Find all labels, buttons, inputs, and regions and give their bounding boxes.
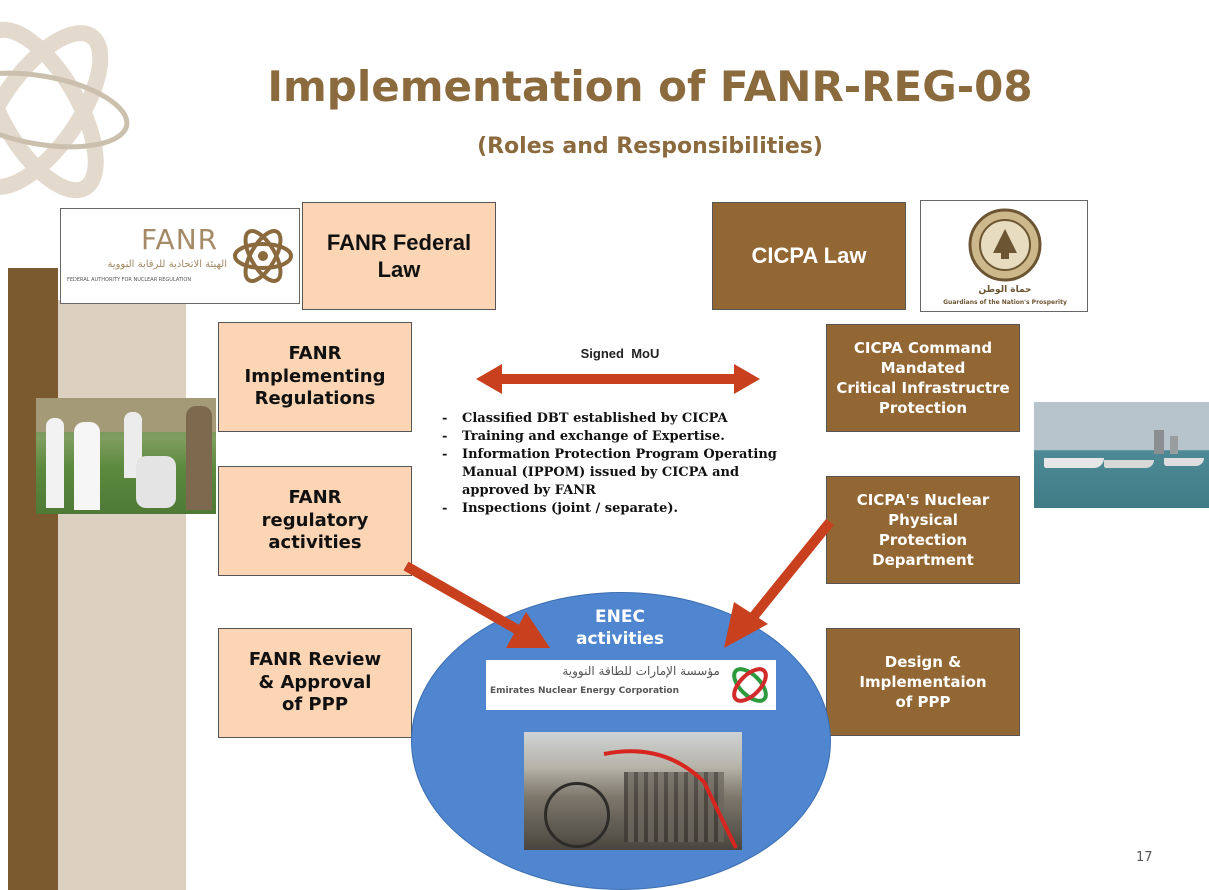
atom-swirl-decoration-icon — [0, 21, 130, 199]
cicpa-command-box: CICPA Command Mandated Critical Infrastr… — [826, 324, 1020, 432]
page-title: Implementation of FANR-REG-08 — [267, 62, 1033, 111]
fanr-atom-icon — [233, 229, 293, 283]
construction-site-photo — [524, 732, 742, 850]
bullet-item: Information Protection Program Operating… — [436, 446, 808, 500]
mou-label: Signed MoU — [580, 346, 660, 361]
cicpa-emblem-icon — [968, 208, 1042, 282]
fanr-logo: FANR الهيئة الاتحادية للرقابة النووية FE… — [60, 208, 300, 304]
left-sidebar-light — [58, 300, 186, 890]
left-sidebar-dark — [8, 268, 58, 890]
fanr-regulatory-activities-box: FANR regulatory activities — [218, 466, 412, 576]
inspection-photo — [36, 398, 216, 514]
fanr-logo-arabic: الهيئة الاتحادية للرقابة النووية — [107, 259, 227, 270]
mou-double-arrow-icon — [476, 364, 760, 394]
enec-logo-english: Emirates Nuclear Energy Corporation — [490, 686, 680, 696]
page-number: 17 — [1136, 850, 1153, 865]
bullet-item: Inspections (joint / separate). — [436, 500, 808, 518]
fanr-federal-law-box: FANR Federal Law — [302, 202, 496, 310]
cicpa-nuclear-to-enec-arrow-icon — [724, 518, 834, 648]
cicpa-logo: حماة الوطن Guardians of the Nation's Pro… — [920, 200, 1088, 312]
fanr-logo-text: FANR — [141, 223, 219, 256]
cicpa-law-box: CICPA Law — [712, 202, 906, 310]
fanr-review-approval-box: FANR Review & Approval of PPP — [218, 628, 412, 738]
enec-activities-label: ENEC activities — [575, 607, 664, 649]
agreement-bullet-list: Classified DBT established by CICPA Trai… — [436, 410, 808, 518]
enec-logo-arabic: مؤسسة الإمارات للطاقة النووية — [562, 664, 720, 678]
fanr-activities-to-enec-arrow-icon — [403, 561, 550, 648]
design-implementation-box: Design & Implementaion of PPP — [826, 628, 1020, 736]
fanr-logo-english: FEDERAL AUTHORITY FOR NUCLEAR REGULATION — [67, 277, 192, 283]
fanr-implementing-regulations-box: FANR Implementing Regulations — [218, 322, 412, 432]
enec-logo: مؤسسة الإمارات للطاقة النووية Emirates N… — [486, 660, 776, 710]
cicpa-nuclear-protection-box: CICPA's Nuclear Physical Protection Depa… — [826, 476, 1020, 584]
cicpa-logo-arabic: حماة الوطن — [978, 285, 1032, 295]
enec-swirl-icon — [732, 667, 768, 703]
bullet-item: Training and exchange of Expertise. — [436, 428, 808, 446]
page-subtitle: (Roles and Responsibilities) — [477, 134, 823, 159]
bullet-item: Classified DBT established by CICPA — [436, 410, 808, 428]
cicpa-logo-english: Guardians of the Nation's Prosperity — [943, 299, 1067, 306]
boats-photo — [1034, 402, 1209, 508]
